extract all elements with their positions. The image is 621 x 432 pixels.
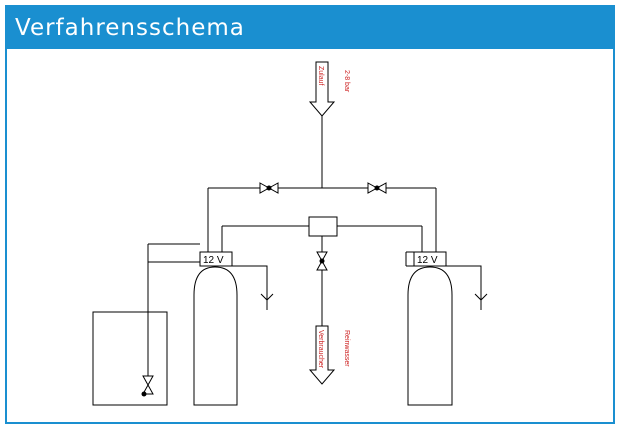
pressure-label: 2-8 bar (343, 70, 350, 93)
inlet-arrow (308, 61, 336, 117)
header-bar: Verfahrensschema (7, 7, 613, 49)
brine-valve (141, 375, 154, 397)
inlet-label: Zulauf (317, 66, 324, 86)
right-controller-label: 12 V (417, 255, 438, 266)
brine-tank (92, 311, 168, 406)
right-softener-tank (407, 266, 453, 406)
central-control-box (308, 216, 338, 237)
outlet-label: Verbraucher (317, 330, 324, 369)
left-softener-tank (193, 266, 238, 406)
left-controller-label: 12 V (203, 255, 224, 266)
outlet-valve (316, 251, 328, 271)
right-inlet-valve (367, 182, 387, 194)
right-drain-pipe (446, 265, 482, 300)
left-drain-pipe (232, 265, 268, 300)
left-controller-head (199, 251, 233, 267)
right-controller-head (413, 251, 447, 267)
page-title: Verfahrensschema (15, 15, 245, 41)
outlet-note: Reinwasser (343, 330, 350, 367)
left-inlet-valve (259, 182, 279, 194)
outlet-arrow (308, 325, 336, 385)
